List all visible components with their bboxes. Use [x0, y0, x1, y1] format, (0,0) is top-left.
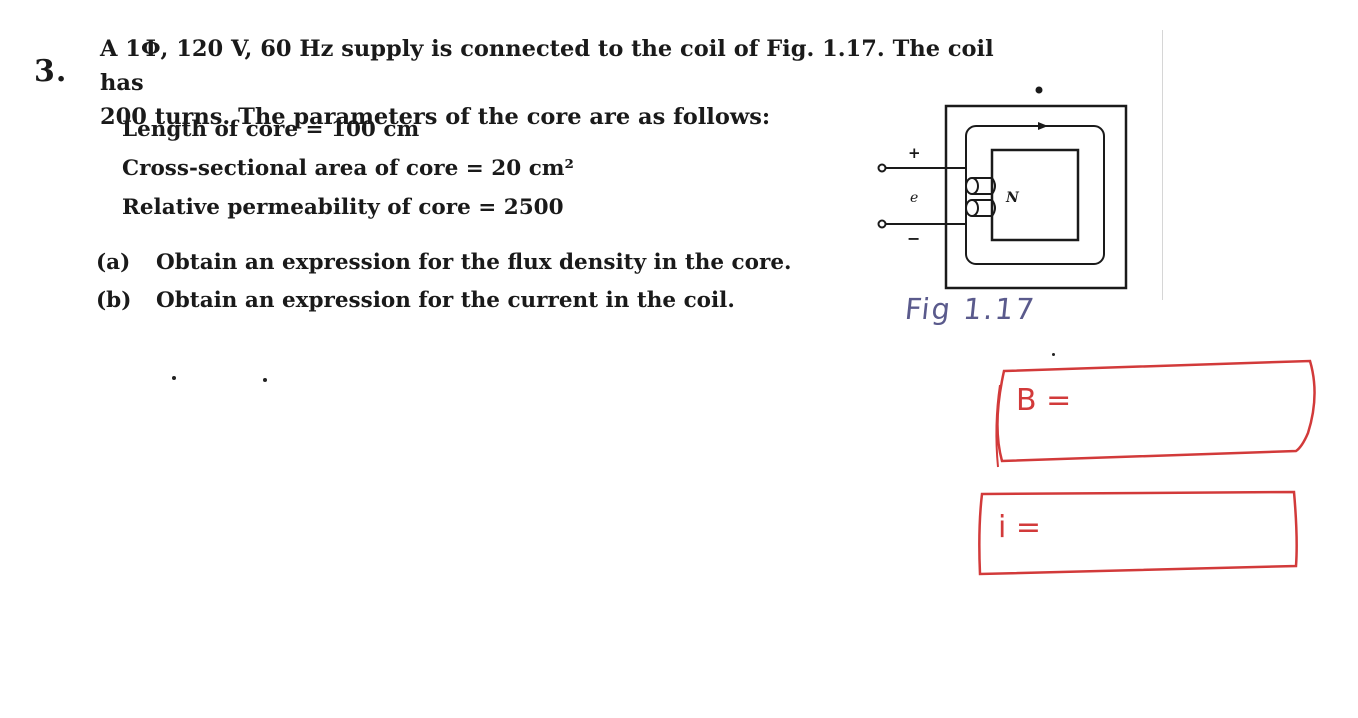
flux-dot-icon [1035, 86, 1043, 94]
part-a-text: Obtain an expression for the flux densit… [156, 250, 792, 275]
current-answer-label: i = [998, 510, 1042, 545]
figure-1-17: + e − N [870, 78, 1140, 302]
coil-turns-label: N [1005, 190, 1020, 206]
param-length: Length of core = 100 cm [122, 117, 420, 142]
scan-speck [1052, 353, 1055, 356]
question-number: 3. [34, 54, 68, 89]
core-window-edge [990, 148, 1080, 242]
param-area: Cross-sectional area of core = 20 cm² [122, 156, 574, 181]
answer-box-flux-outline [995, 359, 1316, 468]
param-permeability: Relative permeability of core = 2500 [122, 195, 564, 220]
part-b: (b) Obtain an expression for the current … [96, 288, 735, 313]
scan-speck [172, 376, 176, 380]
terminal-leads [877, 163, 967, 229]
flux-density-answer-label: B = [1016, 383, 1072, 418]
core-coil-diagram: + e − N [877, 86, 1128, 290]
part-a: (a) Obtain an expression for the flux den… [96, 250, 791, 275]
core-outer-edge [944, 104, 1128, 290]
answer-box-current-outline [978, 490, 1298, 576]
figure-caption: Fig 1.17 [903, 292, 1038, 326]
coil-windings [965, 177, 996, 217]
minus-sign: − [907, 229, 920, 248]
part-a-label: (a) [96, 250, 131, 275]
scan-speck [263, 378, 267, 382]
part-b-label: (b) [96, 288, 132, 313]
answer-box-current[interactable]: i = [976, 488, 1306, 583]
plus-sign: + [908, 144, 921, 162]
flux-arrow-icon [1038, 122, 1048, 130]
part-b-text: Obtain an expression for the current in … [156, 288, 735, 313]
stem-line-2: 200 turns. The parameters of the core ar… [100, 104, 771, 130]
stem-line-1: A 1Φ, 120 V, 60 Hz supply is connected t… [100, 36, 994, 96]
flux-path [965, 125, 1105, 265]
question-stem: A 1Φ, 120 V, 60 Hz supply is connected t… [100, 32, 1000, 134]
voltage-label: e [910, 190, 918, 206]
scan-edge-line [1162, 30, 1163, 300]
answer-box-flux-density[interactable]: B = [990, 355, 1320, 485]
